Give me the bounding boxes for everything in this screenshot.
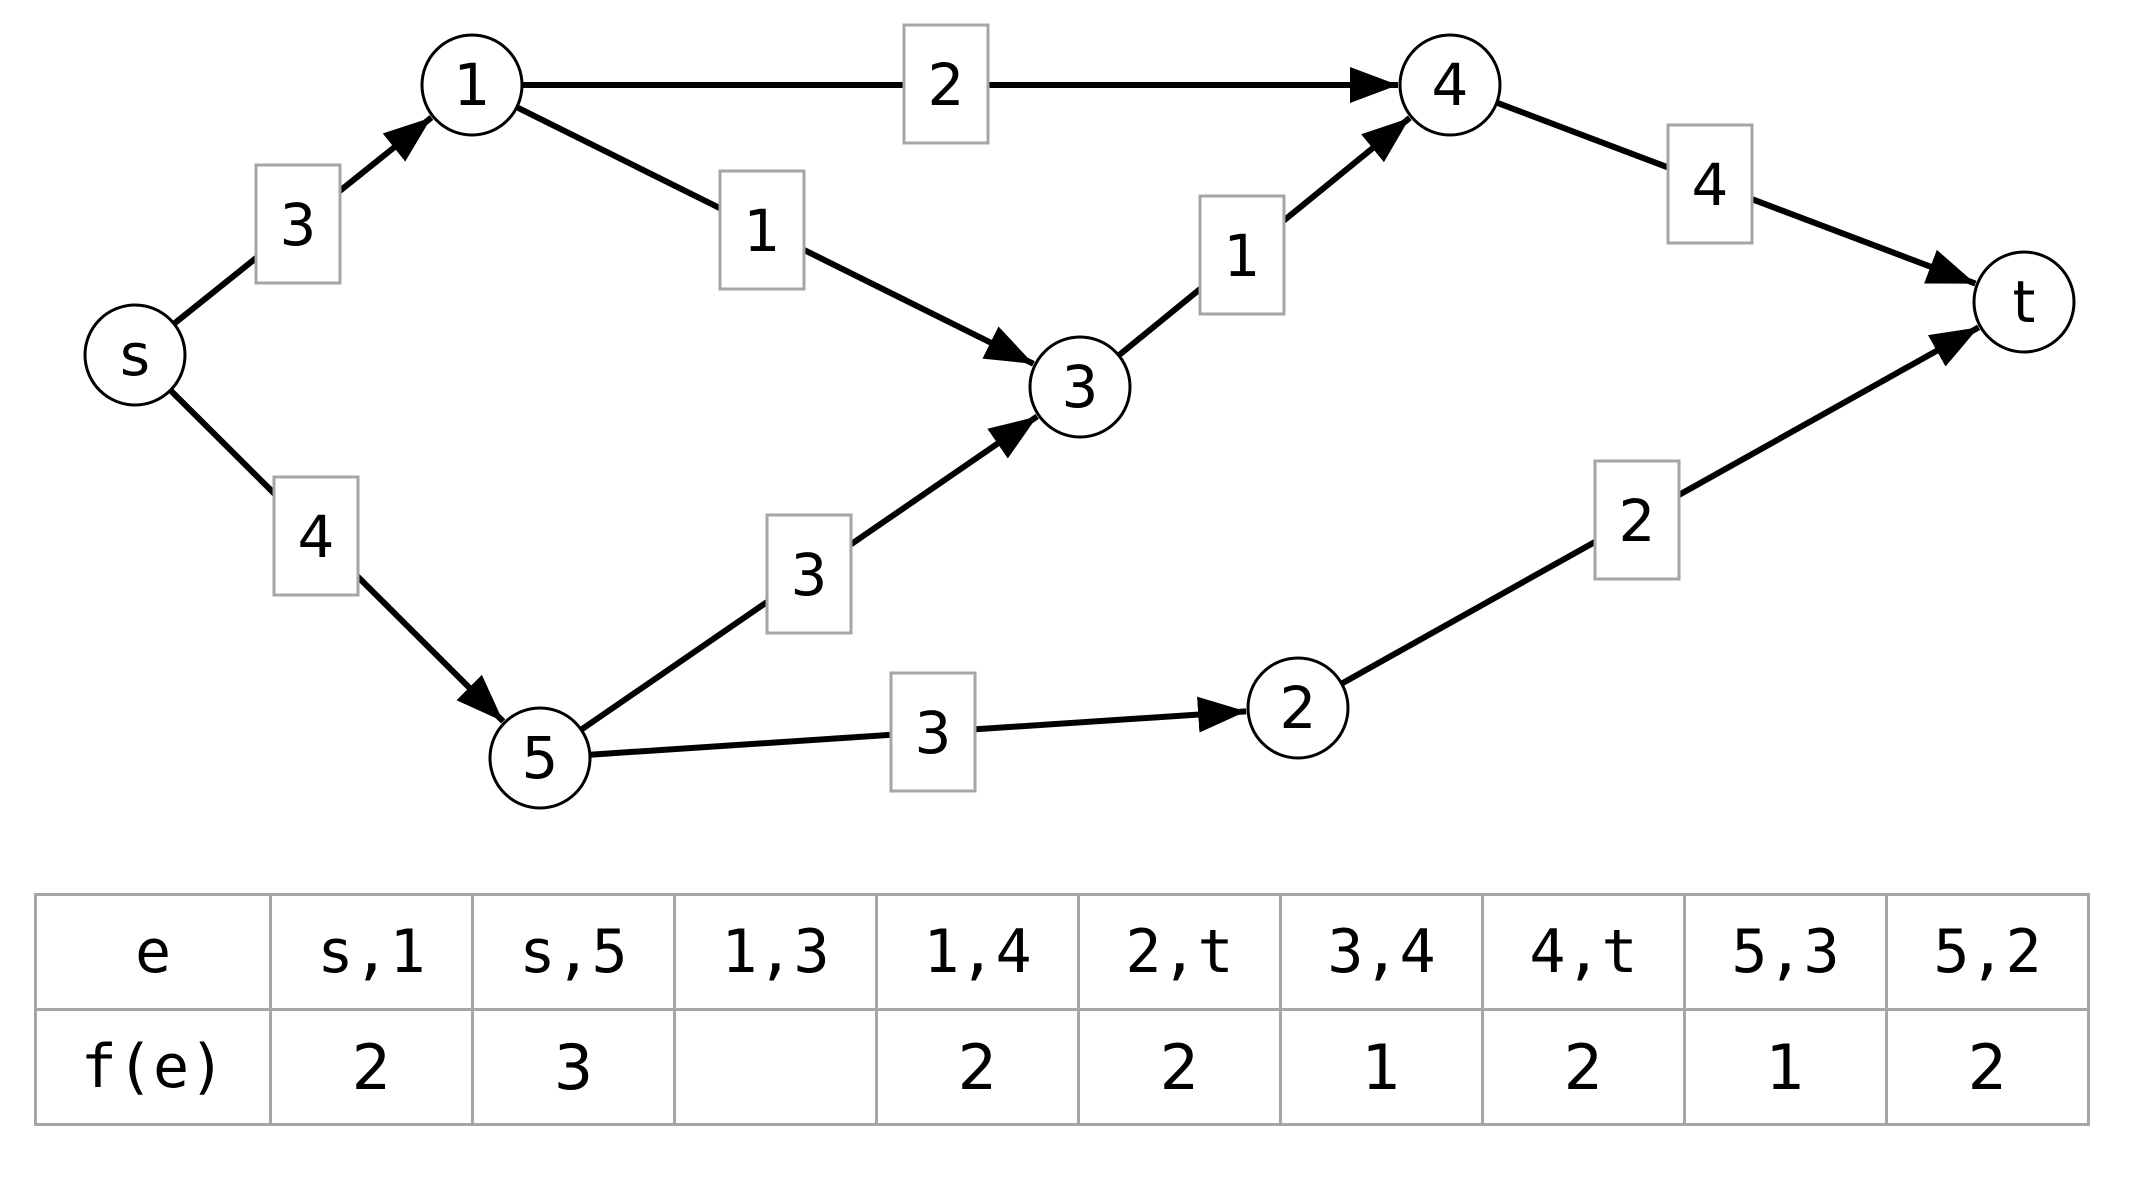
edge-cell: s,5 xyxy=(471,893,676,1011)
capacity-value: 3 xyxy=(280,191,317,259)
capacity-box xyxy=(1666,123,1754,245)
capacity-value: 3 xyxy=(791,541,828,609)
capacity-value: 4 xyxy=(298,503,335,571)
node-label: t xyxy=(2013,268,2036,336)
capacity-label: 2 xyxy=(902,23,990,145)
node-4: 4 xyxy=(1398,33,1502,137)
flow-cell: 1 xyxy=(1683,1008,1888,1126)
capacity-value: 4 xyxy=(1692,151,1729,219)
capacity-box xyxy=(254,163,342,285)
node-5: 5 xyxy=(488,706,592,810)
flow-cell: 3 xyxy=(471,1008,676,1126)
node-circle xyxy=(1398,33,1502,137)
capacity-label: 1 xyxy=(1198,194,1286,316)
capacity-value: 2 xyxy=(1619,487,1656,555)
capacity-value: 1 xyxy=(744,197,781,265)
edge-cell: 4,t xyxy=(1481,893,1686,1011)
capacity-value: 2 xyxy=(928,51,965,119)
node-circle xyxy=(1246,656,1350,760)
node-2: 2 xyxy=(1246,656,1350,760)
capacity-label: 3 xyxy=(254,163,342,285)
node-s: s xyxy=(83,303,187,407)
node-1: 1 xyxy=(420,33,524,137)
node-circle xyxy=(83,303,187,407)
capacity-value: 3 xyxy=(915,699,952,767)
node-circle xyxy=(1972,250,2076,354)
edge-cell: 5,2 xyxy=(1885,893,2090,1011)
capacity-box xyxy=(1198,194,1286,316)
flow-cell: 2 xyxy=(1885,1008,2090,1126)
edge-cell: s,1 xyxy=(269,893,474,1011)
flow-cell: 1 xyxy=(1279,1008,1484,1126)
edge-cell: 1,4 xyxy=(875,893,1080,1011)
capacity-label: 4 xyxy=(1666,123,1754,245)
node-label: 1 xyxy=(454,51,491,119)
flow-cell: 2 xyxy=(1077,1008,1282,1126)
node-3: 3 xyxy=(1028,335,1132,439)
capacity-label: 3 xyxy=(765,513,853,635)
node-circle xyxy=(420,33,524,137)
capacity-label: 3 xyxy=(889,671,977,793)
node-t: t xyxy=(1972,250,2076,354)
capacity-box xyxy=(902,23,990,145)
edge-cell: 5,3 xyxy=(1683,893,1888,1011)
node-label: 2 xyxy=(1280,674,1317,742)
capacity-box xyxy=(1593,459,1681,581)
node-label: 4 xyxy=(1432,51,1469,119)
capacity-box xyxy=(765,513,853,635)
flow-row-header: f(e) xyxy=(34,1008,272,1126)
node-circle xyxy=(1028,335,1132,439)
edge-cell: 3,4 xyxy=(1279,893,1484,1011)
capacity-value: 1 xyxy=(1224,222,1261,290)
capacity-box xyxy=(272,475,360,597)
flow-cell: 2 xyxy=(269,1008,474,1126)
node-label: s xyxy=(120,321,150,389)
edge-cell: 2,t xyxy=(1077,893,1282,1011)
edge-row-header: e xyxy=(34,893,272,1011)
node-circle xyxy=(488,706,592,810)
flow-cell xyxy=(673,1008,878,1126)
flow-cell: 2 xyxy=(1481,1008,1686,1126)
flow-cell: 2 xyxy=(875,1008,1080,1126)
node-label: 3 xyxy=(1062,353,1099,421)
capacity-label: 1 xyxy=(718,169,806,291)
node-label: 5 xyxy=(522,724,559,792)
edge-cell: 1,3 xyxy=(673,893,878,1011)
capacity-label: 4 xyxy=(272,475,360,597)
capacity-box xyxy=(718,169,806,291)
capacity-label: 2 xyxy=(1593,459,1681,581)
capacity-box xyxy=(889,671,977,793)
